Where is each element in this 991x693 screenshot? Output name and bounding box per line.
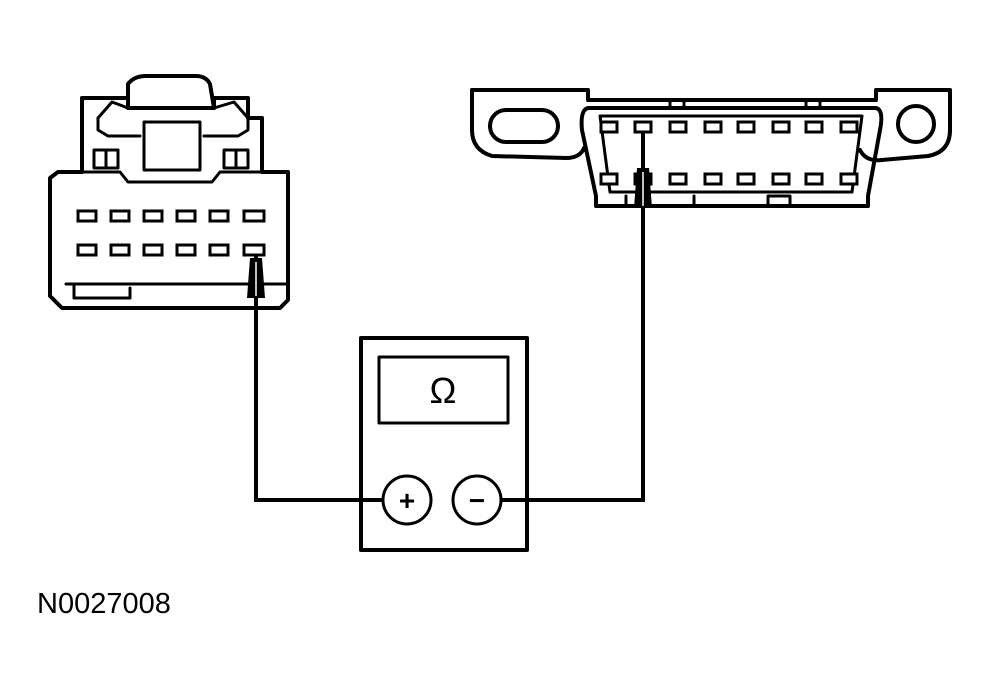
ohmmeter: Ω + − — [359, 336, 529, 552]
negative-label: − — [469, 485, 485, 516]
meter-display — [377, 355, 510, 425]
ohm-symbol: Ω — [430, 370, 457, 411]
negative-terminal[interactable]: − — [451, 474, 503, 526]
data-link-connector — [470, 88, 952, 208]
positive-test-lead — [247, 255, 384, 502]
negative-test-lead — [500, 132, 652, 502]
figure-id: N0027008 — [37, 588, 171, 620]
positive-terminal[interactable]: + — [381, 474, 433, 526]
positive-label: + — [399, 485, 415, 516]
